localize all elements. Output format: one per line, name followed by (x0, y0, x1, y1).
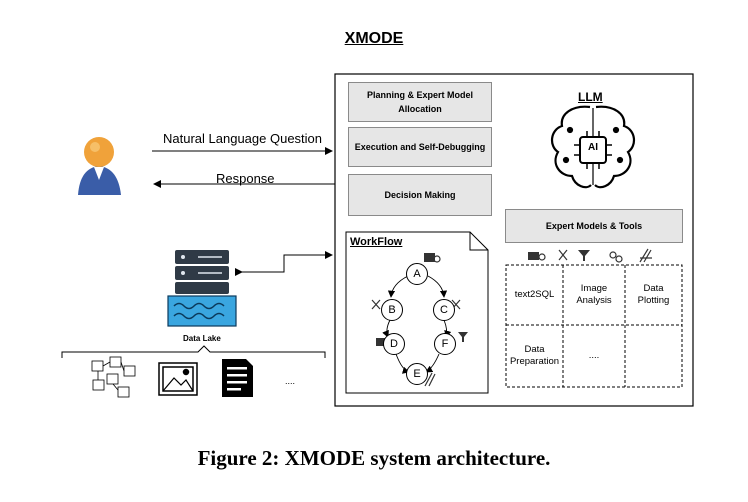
decision-box-label: Decision Making (384, 189, 456, 200)
question-label: Natural Language Question (163, 131, 323, 146)
llm-chip-label: AI (588, 142, 598, 153)
gear-icon (538, 253, 546, 261)
planning-box-line2: Allocation (398, 104, 442, 114)
tool-icons-row (528, 248, 652, 263)
expert-models-box: Expert Models & Tools (505, 209, 683, 243)
workflow-title: WorkFlow (350, 236, 403, 248)
datalake-workflow-arrow (235, 251, 333, 276)
xmode-container (334, 73, 694, 407)
gear-icon (433, 255, 441, 263)
funnel-icon (578, 250, 590, 261)
funnel-icon (458, 332, 468, 342)
workflow-node-c: C (433, 299, 455, 321)
decision-box: Decision Making (348, 174, 492, 216)
tool-cell-data-plotting: Data Plotting (637, 282, 670, 306)
scissors-icon (558, 249, 568, 261)
workflow-node-e: E (406, 363, 428, 385)
planning-box: Planning & Expert Model Allocation (348, 82, 492, 122)
pencil-ruler-icon (424, 372, 436, 387)
tool-cell-data-preparation: Data Preparation (509, 343, 560, 367)
toolbox-icon (424, 253, 435, 262)
workflow-node-a: A (406, 263, 428, 285)
sources-brace (61, 345, 326, 358)
expert-models-label: Expert Models & Tools (545, 220, 643, 231)
database-tables-icon (91, 356, 136, 398)
execution-box: Execution and Self-Debugging (348, 127, 492, 167)
execution-box-label: Execution and Self-Debugging (354, 141, 486, 152)
sources-ellipsis: .... (285, 376, 296, 386)
user-avatar-icon (72, 135, 126, 197)
tools-grid (505, 264, 683, 388)
tool-cell-more: .... (588, 349, 600, 361)
llm-brain-icon (551, 105, 635, 189)
toolbox-icon (528, 252, 539, 260)
planning-box-line1: Planning & Expert Model (366, 89, 473, 100)
tool-cell-text2sql: text2SQL (514, 288, 555, 300)
workflow-node-d: D (383, 333, 405, 355)
toolbox-icon (376, 338, 385, 346)
data-lake-label: Data Lake (183, 334, 221, 343)
scissors-icon (371, 299, 381, 310)
workflow-node-b: B (381, 299, 403, 321)
tool-cell-image-analysis: Image Analysis (576, 282, 612, 306)
workflow-document (345, 231, 489, 394)
image-icon (158, 362, 198, 396)
document-icon (222, 359, 253, 397)
water-icon (167, 295, 237, 327)
server-icon (175, 250, 229, 294)
response-label: Response (216, 171, 275, 186)
diagram-title: XMODE (344, 30, 404, 47)
figure-caption: Figure 2: XMODE system architecture. (197, 446, 551, 470)
pencil-ruler-icon (639, 248, 652, 263)
workflow-node-f: F (434, 333, 456, 355)
llm-title: LLM (578, 90, 603, 104)
